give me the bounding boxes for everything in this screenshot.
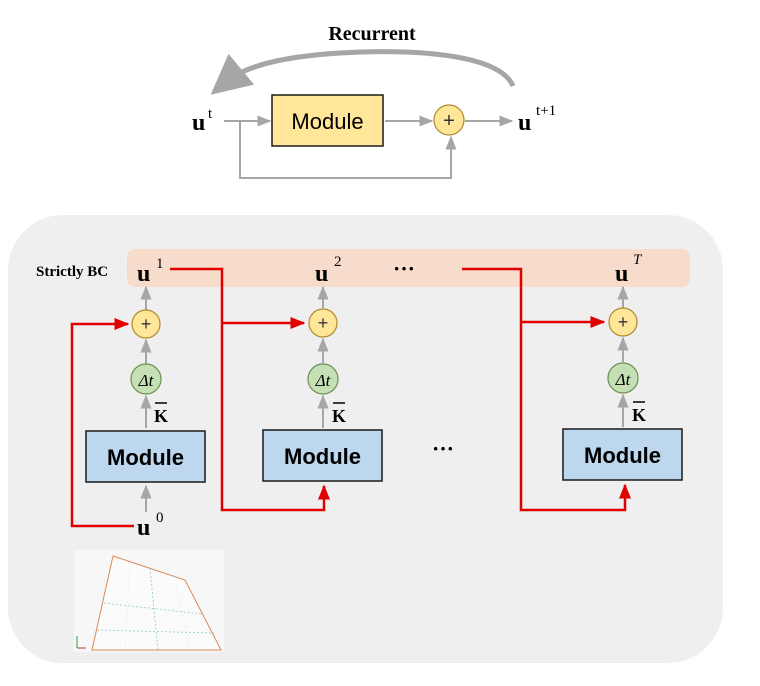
skip-connection xyxy=(239,121,457,179)
u2-sup: 2 xyxy=(334,254,342,270)
red-path-u1-to-step2 xyxy=(170,267,330,512)
output-u: u xyxy=(518,110,531,136)
recurrent-arc-arrow xyxy=(210,49,516,95)
module-label-2: Module xyxy=(284,444,361,469)
unrolled-section: Strictly BC u 1 u 2 ··· u T + Δt K Modul… xyxy=(8,215,723,663)
mesh-grid-line-4 xyxy=(124,561,131,651)
strictly-bc-label: Strictly BC xyxy=(36,264,108,280)
u0-label: u xyxy=(137,515,150,541)
u1-label: u xyxy=(137,261,150,287)
dt-circle-1 xyxy=(130,363,162,395)
module-box-T xyxy=(562,428,683,481)
plus-circle-2 xyxy=(308,308,338,338)
mesh-grid-line-2 xyxy=(96,629,215,634)
dt-circle-T xyxy=(607,362,639,394)
u1-sup: 1 xyxy=(156,256,164,272)
plus-symbol-T: + xyxy=(618,312,629,332)
dt-label-2: Δt xyxy=(315,371,332,390)
dt-label-1: Δt xyxy=(138,371,155,390)
plus-circle-1 xyxy=(131,309,161,339)
strictly-bc-band xyxy=(127,249,690,287)
plus-circle-T xyxy=(608,307,638,337)
red-skip-u0-to-plus1 xyxy=(70,318,134,528)
k-label-2: K xyxy=(332,406,346,426)
k-label-T: K xyxy=(632,405,646,425)
mesh-grid-line-1 xyxy=(103,602,203,615)
mesh-grid-line-5 xyxy=(173,575,191,651)
dt-circle-2 xyxy=(307,363,339,395)
module-box-1 xyxy=(85,430,206,483)
module-box-2 xyxy=(262,429,383,482)
middle-ellipsis: ··· xyxy=(432,436,454,461)
band-ellipsis: ··· xyxy=(393,256,415,281)
module-label-1: Module xyxy=(107,445,184,470)
u2-label: u xyxy=(315,261,328,287)
u0-sup: 0 xyxy=(156,510,164,526)
top-module-box xyxy=(271,94,384,147)
mesh-grid-line-3 xyxy=(149,567,159,651)
recurrent-title: Recurrent xyxy=(328,23,416,45)
step-column-2: + Δt K Module xyxy=(170,267,383,512)
step-column-T: + Δt K Module xyxy=(462,267,683,512)
recurrent-section: Recurrent u t Module + u t+1 xyxy=(192,23,556,179)
plus-symbol-1: + xyxy=(141,314,152,334)
uT-label: u xyxy=(615,261,628,287)
top-plus-circle xyxy=(433,104,465,136)
plus-symbol-2: + xyxy=(318,313,329,333)
k-label-1: K xyxy=(154,406,168,426)
top-plus-symbol: + xyxy=(443,110,455,132)
input-u-t-sup: t xyxy=(208,106,213,122)
uT-sup: T xyxy=(633,252,643,268)
top-module-label: Module xyxy=(291,109,363,134)
red-path-to-stepT xyxy=(462,267,631,512)
dt-label-T: Δt xyxy=(615,370,632,389)
input-u-t: u xyxy=(192,110,205,136)
output-u-sup: t+1 xyxy=(536,103,556,119)
step-column-1: + Δt K Module u 0 xyxy=(70,285,206,541)
mesh-thumbnail xyxy=(74,550,224,652)
mesh-domain-outline xyxy=(91,555,222,651)
module-label-T: Module xyxy=(584,443,661,468)
